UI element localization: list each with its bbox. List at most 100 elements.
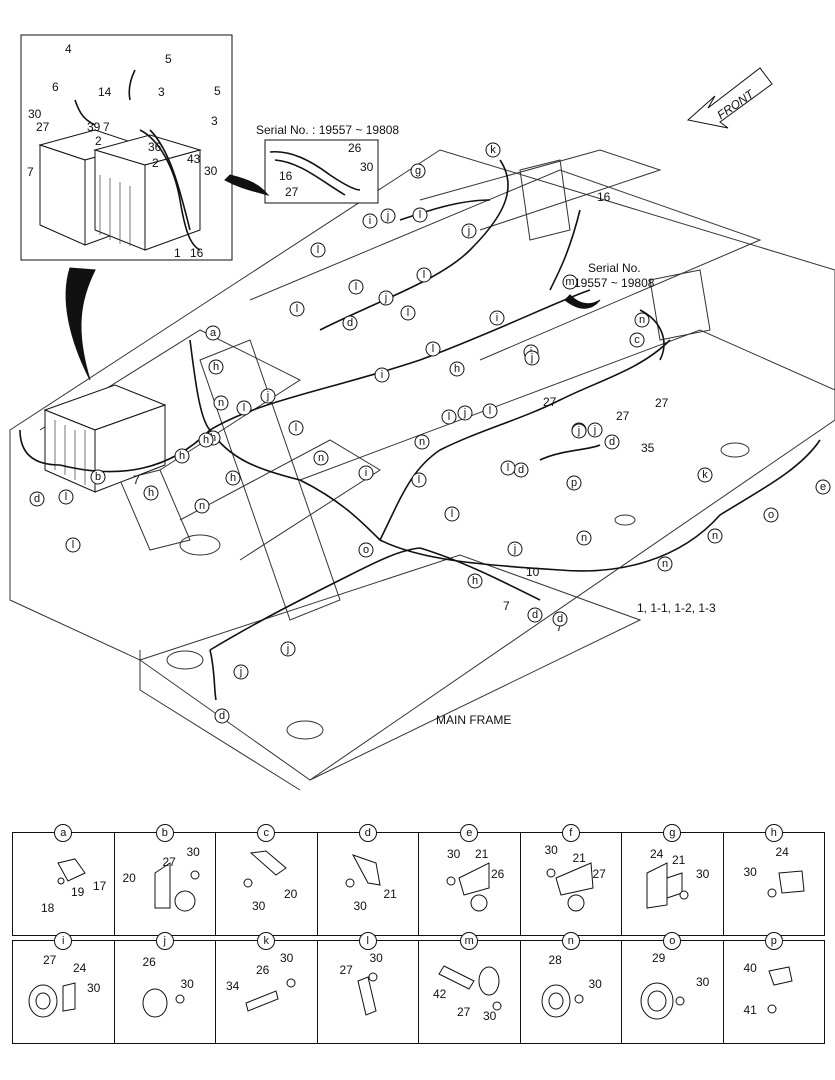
callout-n: n (213, 395, 229, 411)
svg-text:i: i (381, 369, 383, 381)
legend-row-2: i 27 24 30 j 26 30 k 34 26 30 l 27 30 m … (12, 932, 825, 1044)
legend-cell-f: f 30 21 27 (521, 824, 622, 935)
legend-part-number: 27 (162, 855, 176, 869)
svg-text:l: l (295, 422, 297, 434)
legend-part-number: 20 (284, 887, 298, 901)
callout-j: j (380, 208, 396, 224)
svg-text:n: n (662, 558, 668, 570)
callout-l: l (348, 279, 364, 295)
callout-h: h (198, 432, 214, 448)
svg-text:d: d (609, 436, 615, 448)
main-part-numbers-label: 1, 1-1, 1-2, 1-3 (637, 601, 716, 615)
svg-text:39: 39 (87, 120, 101, 134)
serial-top-label: Serial No. : 19557 ~ 19808 (256, 123, 399, 137)
legend-tag: j (155, 932, 174, 950)
legend-tag: h (764, 824, 783, 842)
svg-text:m: m (565, 276, 574, 288)
svg-text:26: 26 (348, 141, 362, 155)
svg-text:l: l (317, 244, 319, 256)
legend-part-number: 21 (475, 847, 489, 861)
legend-part-number: 30 (186, 845, 200, 859)
legend-part-number: 21 (383, 887, 397, 901)
svg-text:l: l (419, 209, 421, 221)
svg-text:l: l (296, 303, 298, 315)
callout-l: l (482, 403, 498, 419)
main-frame-label: MAIN FRAME (436, 713, 511, 727)
svg-text:3: 3 (211, 114, 218, 128)
callout-o: o (358, 542, 374, 558)
callout-l: l (310, 242, 326, 258)
legend-part-number: 42 (433, 987, 447, 1001)
legend-cell-j: j 26 30 (115, 932, 216, 1043)
svg-text:n: n (712, 530, 718, 542)
callout-o: o (763, 507, 779, 523)
svg-text:i: i (369, 215, 371, 227)
callout-k: k (485, 142, 501, 158)
svg-text:16: 16 (190, 246, 204, 260)
legend-part-number: 30 (447, 847, 461, 861)
svg-text:j: j (286, 643, 289, 655)
svg-text:5: 5 (165, 52, 172, 66)
callout-j: j (260, 388, 276, 404)
legend-part-number: 26 (491, 867, 505, 881)
wiring-diagram: FRONT 4 5 6 14 3 5 30 27 39 7 3 2 36 7 2… (9, 34, 835, 791)
legend-part-number: 20 (122, 871, 136, 885)
svg-text:35: 35 (641, 441, 655, 455)
svg-text:10: 10 (526, 565, 540, 579)
callout-d: d (513, 462, 529, 478)
legend-tag: f (561, 824, 580, 842)
svg-text:16: 16 (597, 190, 611, 204)
callout-l: l (444, 506, 460, 522)
svg-text:h: h (203, 434, 209, 446)
callout-j: j (457, 405, 473, 421)
callouts: kgjiljlljlmldlahijihnlljljlhhhnllhdbhnin… (29, 142, 831, 724)
callout-d: d (214, 708, 230, 724)
svg-text:2: 2 (95, 134, 102, 148)
legend-tag: m (460, 932, 479, 950)
legend-part-number: 30 (180, 977, 194, 991)
svg-text:6: 6 (52, 80, 59, 94)
svg-text:j: j (384, 292, 387, 304)
svg-text:j: j (530, 352, 533, 364)
legend-part-number: 30 (743, 865, 757, 879)
callout-j: j (233, 664, 249, 680)
callout-l: l (412, 207, 428, 223)
svg-text:l: l (355, 281, 357, 293)
legend-part-number: 26 (142, 955, 156, 969)
legend-cell-c: c 20 30 (216, 824, 318, 935)
callout-j: j (461, 223, 477, 239)
callout-l: l (58, 489, 74, 505)
legend-tag: i (54, 932, 73, 950)
callout-l: l (500, 460, 516, 476)
callout-e: e (815, 479, 831, 495)
svg-text:e: e (820, 481, 826, 493)
svg-text:n: n (218, 397, 224, 409)
svg-text:16: 16 (279, 169, 293, 183)
legend-cell-d: d 21 30 (318, 824, 419, 935)
svg-text:h: h (454, 363, 460, 375)
svg-text:l: l (423, 269, 425, 281)
svg-text:j: j (577, 425, 580, 437)
legend-part-number: 19 (71, 885, 85, 899)
svg-text:d: d (347, 317, 353, 329)
svg-text:h: h (148, 487, 154, 499)
harness-wires (19, 159, 821, 701)
callout-p: p (566, 475, 582, 491)
callout-a: a (205, 325, 221, 341)
svg-text:d: d (532, 609, 538, 621)
legend-tag: n (561, 932, 580, 950)
legend-part-number: 30 (353, 899, 367, 913)
svg-text:n: n (419, 436, 425, 448)
svg-text:d: d (219, 710, 225, 722)
callout-n: n (707, 528, 723, 544)
serial-mid-line2: 19557 ~ 19808 (574, 276, 655, 290)
callout-l: l (236, 400, 252, 416)
callout-l: l (400, 305, 416, 321)
legend-part-number: 30 (696, 867, 710, 881)
svg-text:n: n (581, 532, 587, 544)
legend-part-number: 21 (672, 853, 686, 867)
battery-on-frame (43, 384, 167, 493)
svg-text:c: c (634, 334, 640, 346)
legend-cell-e: e 30 21 26 (419, 824, 521, 935)
callout-l: l (425, 341, 441, 357)
